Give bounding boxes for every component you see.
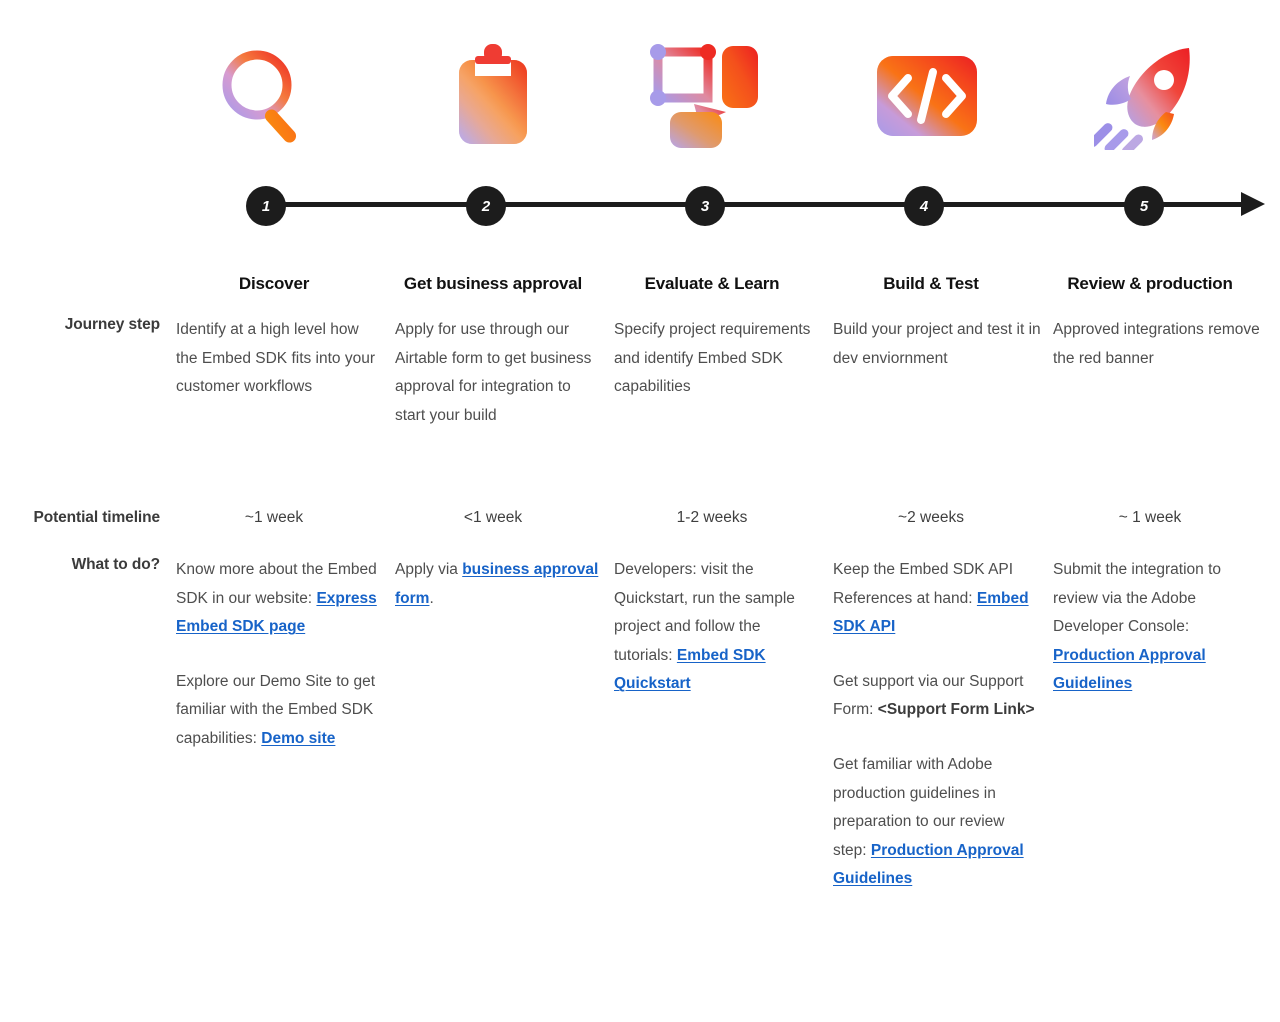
paragraph-text: Get familiar with Adobe production guide… [833, 755, 1005, 859]
what-to-do-paragraph: Know more about the Embed SDK in our web… [176, 556, 384, 642]
what-to-do-cell-1: Know more about the Embed SDK in our web… [176, 556, 384, 754]
journey-step-cell-2: Apply for use through our Airtable form … [395, 321, 592, 424]
paragraph-text: Submit the integration to review via the… [1053, 561, 1222, 636]
paragraph-text: Get support via our Support Form: [833, 672, 1024, 719]
link-business-approval-form[interactable]: business approval form [395, 561, 599, 607]
journey-step-cell-5: Approved integrations remove the red ban… [1053, 321, 1260, 367]
timeline-node-4[interactable]: 4 [904, 186, 944, 226]
paragraph-text: Explore our Demo Site to get familiar wi… [176, 672, 376, 747]
timeline-node-2[interactable]: 2 [466, 186, 506, 226]
what-to-do-paragraph: Apply via business approval form. [395, 556, 603, 613]
timeline-node-label: 4 [919, 197, 929, 215]
timeline-axis [247, 202, 1249, 207]
timeline-value-3: 1-2 weeks [676, 509, 748, 526]
link-production-approval-guidelines[interactable]: Production Approval Guidelines [1053, 646, 1206, 693]
timeline-node-label: 1 [261, 197, 271, 215]
shapes-icon [640, 36, 770, 156]
what-to-do-cell-2: Apply via business approval form. [395, 556, 603, 613]
timeline-node-3[interactable]: 3 [685, 186, 725, 226]
timeline-node-5[interactable]: 5 [1124, 186, 1164, 226]
timeline-value-4: ~2 weeks [898, 509, 964, 526]
paragraph-text: . [429, 589, 434, 607]
what-to-do-paragraph: Get familiar with Adobe production guide… [833, 751, 1041, 894]
paragraph-text: Developers: visit the Quickstart, run th… [614, 561, 795, 664]
what-to-do-paragraph: Get support via our Support Form: <Suppo… [833, 668, 1041, 725]
what-to-do-cell-4: Keep the Embed SDK API References at han… [833, 556, 1041, 894]
what-to-do-cell-3: Developers: visit the Quickstart, run th… [614, 556, 822, 699]
row-label-potential-timeline: Potential timeline [33, 509, 160, 526]
timeline-node-label: 2 [481, 197, 491, 215]
column-heading-5: Review & production [1067, 274, 1233, 293]
column-heading-4: Build & Test [883, 274, 979, 293]
journey-step-cell-1: Identify at a high level how the Embed S… [176, 321, 376, 396]
timeline-node-label: 3 [700, 197, 710, 215]
row-label-what-to-do: What to do? [71, 556, 161, 573]
journey-step-cell-3: Specify project requirements and identif… [614, 321, 811, 396]
support-form-link-placeholder: <Support Form Link> [877, 701, 1035, 719]
link-demo-site[interactable]: Demo site [261, 729, 336, 747]
journey-step-cell-4: Build your project and test it in dev en… [833, 321, 1041, 367]
what-to-do-paragraph: Submit the integration to review via the… [1053, 556, 1261, 699]
clipboard-icon [422, 36, 552, 156]
timeline-value-2: <1 week [463, 509, 523, 526]
link-embed-sdk-api[interactable]: Embed SDK API [833, 589, 1029, 636]
magnifier-icon [201, 36, 331, 156]
timeline-value-5: ~ 1 week [1118, 509, 1182, 526]
timeline-node-1[interactable]: 1 [246, 186, 286, 226]
column-heading-1: Discover [238, 274, 310, 293]
paragraph-text: Keep the Embed SDK API References at han… [833, 561, 1014, 607]
timeline-node-label: 5 [1139, 197, 1149, 215]
column-heading-2: Get business approval [403, 274, 583, 293]
rocket-icon [1085, 36, 1215, 156]
timeline-value-1: ~1 week [244, 509, 304, 526]
row-label-journey-step: Journey step [64, 316, 160, 333]
timeline-arrow-icon [1241, 192, 1265, 216]
column-heading-3: Evaluate & Learn [644, 274, 780, 293]
paragraph-text: Apply via [395, 561, 463, 578]
link-production-approval-guidelines[interactable]: Production Approval Guidelines [833, 841, 1024, 888]
paragraph-text: Know more about the Embed SDK in our web… [176, 561, 377, 607]
link-express-embed-sdk-page[interactable]: Express Embed SDK page [176, 589, 377, 636]
what-to-do-cell-5: Submit the integration to review via the… [1053, 556, 1261, 699]
what-to-do-paragraph: Developers: visit the Quickstart, run th… [614, 556, 822, 699]
link-embed-sdk-quickstart[interactable]: Embed SDK Quickstart [614, 646, 766, 693]
what-to-do-paragraph: Explore our Demo Site to get familiar wi… [176, 668, 384, 754]
icons-row [0, 36, 1280, 156]
what-to-do-paragraph: Keep the Embed SDK API References at han… [833, 556, 1041, 642]
code-icon [862, 36, 992, 156]
